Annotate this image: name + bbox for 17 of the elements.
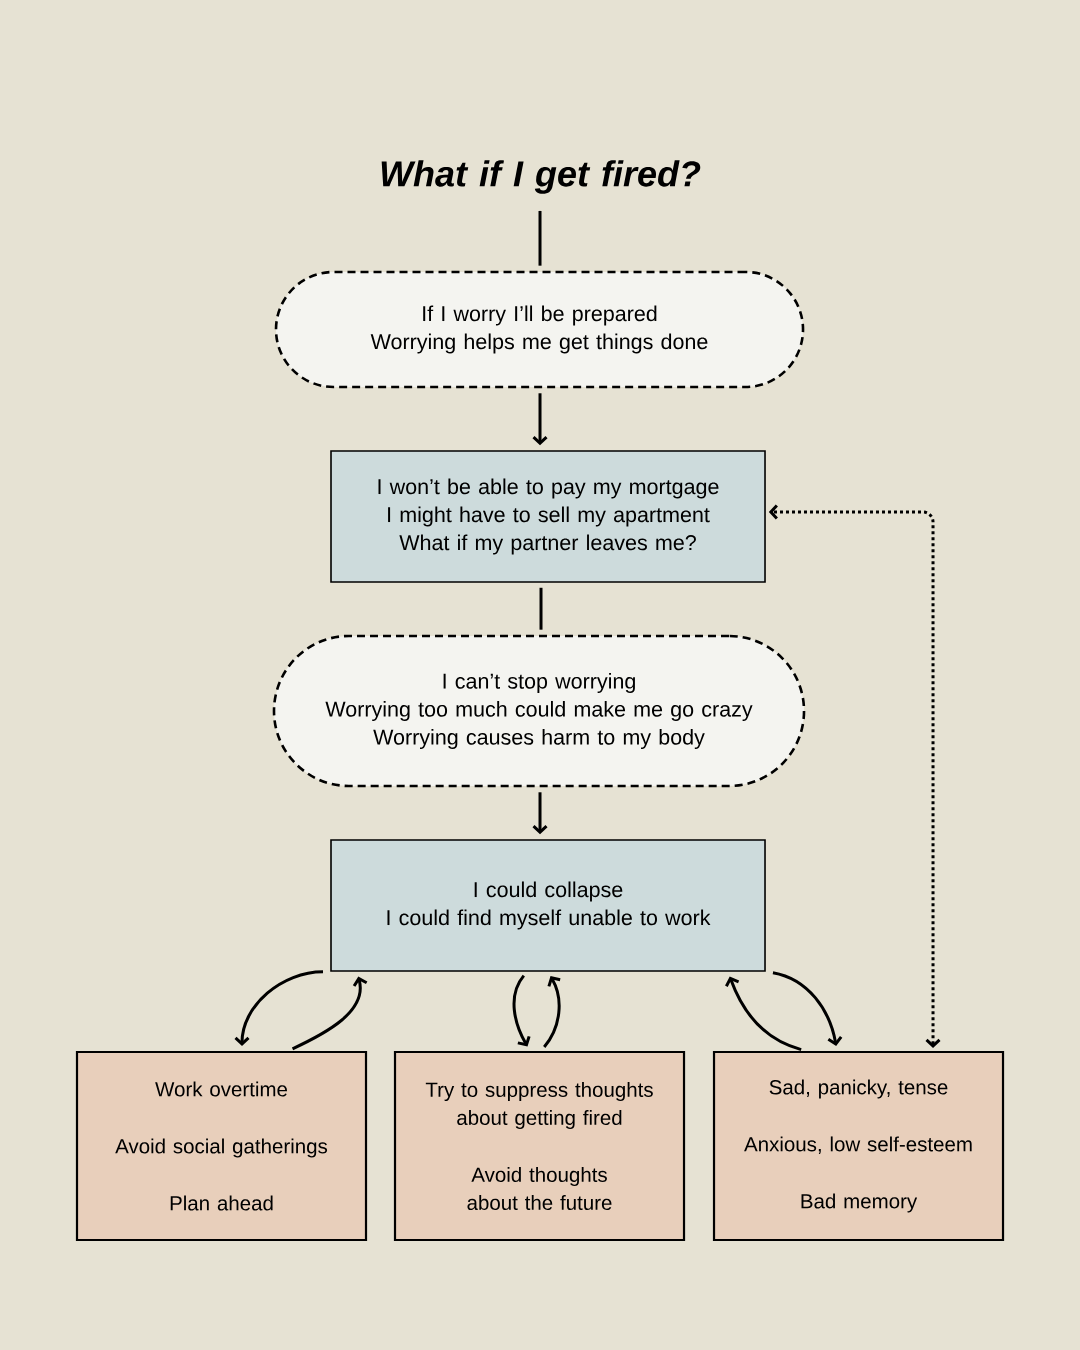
- belief-pill: If I worry I’ll be prepared Worrying helps me get things done: [274, 270, 805, 389]
- response-box: Sad, panicky, tense Anxious, low self-esteem Bad memory: [712, 1050, 1005, 1242]
- response-box: Try to suppress thoughts about getting fired Avoid thoughts about the future: [393, 1050, 686, 1242]
- thought-box: I could collapse I could find myself unable to work: [330, 839, 766, 972]
- arrow: [543, 976, 561, 1048]
- arrow: [291, 976, 368, 1051]
- thought-box: I won’t be able to pay my mortgage I might have to sell my apartment What if my partner leaves me?: [330, 450, 766, 583]
- arrow: [725, 976, 802, 1052]
- arrow: [532, 792, 548, 835]
- arrow: [234, 970, 324, 1046]
- arrow: [768, 504, 941, 1048]
- arrow: [512, 974, 531, 1047]
- title-text: What if I get fired?: [381, 160, 701, 194]
- response-box: Work overtime Avoid social gatherings Plan ahead: [75, 1050, 368, 1242]
- arrow: [772, 971, 843, 1046]
- belief-pill: I can’t stop worrying Worrying too much could make me go crazy Worrying causes harm to my body: [272, 634, 806, 788]
- arrow: [532, 393, 548, 446]
